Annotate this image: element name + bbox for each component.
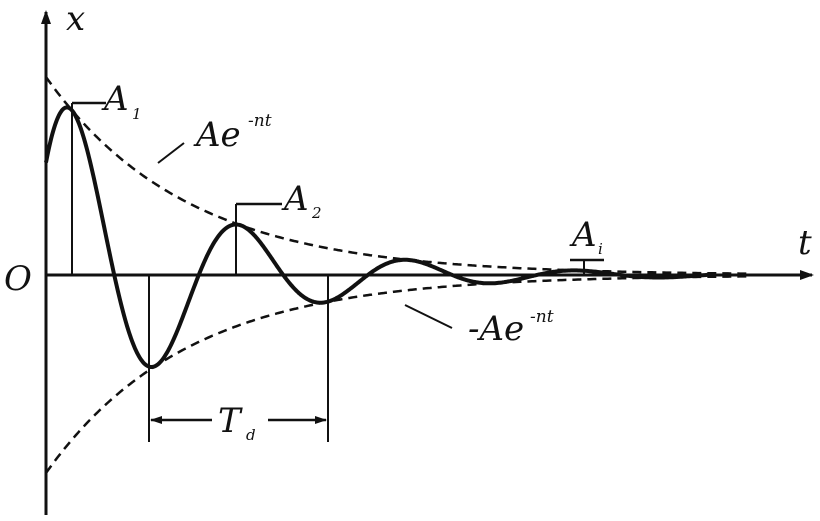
svg-text:-nt: -nt xyxy=(530,307,554,327)
svg-text:T: T xyxy=(218,401,243,441)
upper-envelope-label: Ae -nt xyxy=(193,111,272,155)
Ai-label: A i xyxy=(569,215,603,258)
svg-text:i: i xyxy=(598,240,603,258)
A2-label: A 2 xyxy=(281,179,322,222)
origin-label: O xyxy=(4,259,32,299)
x-axis-label: t xyxy=(798,223,812,263)
svg-text:-Ae: -Ae xyxy=(468,309,524,349)
svg-text:d: d xyxy=(246,426,256,444)
damped-response-curve xyxy=(44,105,713,369)
y-axis-label: x xyxy=(66,0,85,39)
A1-label: A 1 xyxy=(101,79,142,123)
lower-envelope-curve xyxy=(44,275,752,474)
svg-text:A: A xyxy=(569,215,597,255)
upper-envelope-curve xyxy=(44,76,752,275)
svg-text:-nt: -nt xyxy=(248,111,272,131)
svg-text:A: A xyxy=(281,179,309,219)
svg-text:A: A xyxy=(101,79,129,119)
lower-envelope-leader xyxy=(404,304,453,329)
svg-text:1: 1 xyxy=(132,105,142,123)
svg-text:Ae: Ae xyxy=(193,115,241,155)
upper-envelope-leader xyxy=(157,142,185,164)
svg-text:2: 2 xyxy=(311,204,322,222)
lower-envelope-label: -Ae -nt xyxy=(468,307,554,349)
period-label: T d xyxy=(218,401,256,444)
